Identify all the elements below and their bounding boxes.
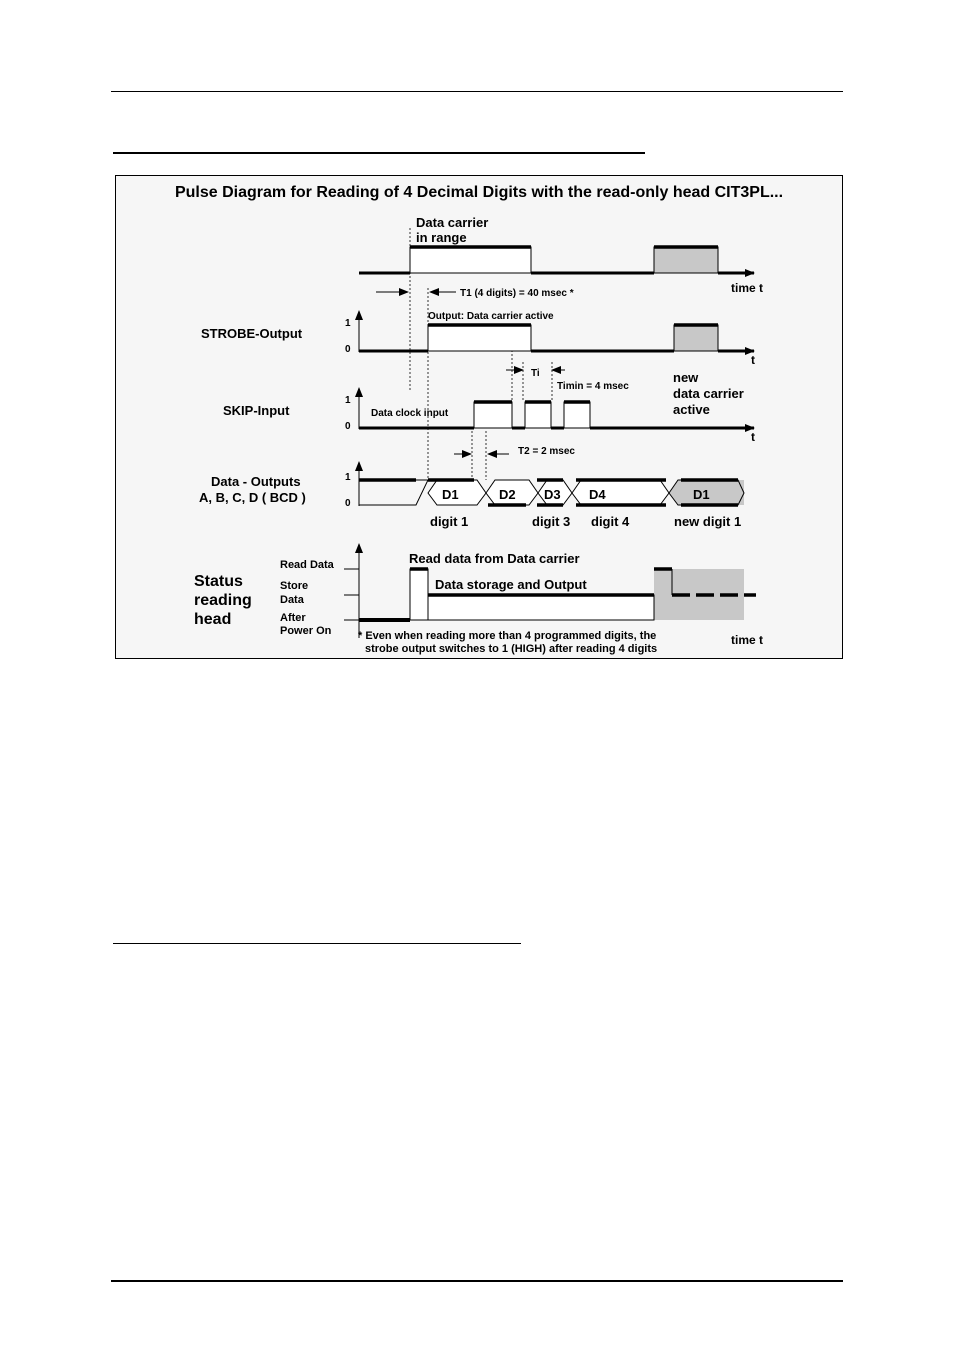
skip-name: SKIP-Input: [223, 403, 290, 418]
new-carrier-line3: active: [673, 402, 710, 417]
status-axis-label: time t: [731, 633, 763, 647]
diagram-title: Pulse Diagram for Reading of 4 Decimal D…: [175, 184, 783, 201]
skip-annotation: Data clock input: [371, 408, 449, 419]
carrier-signal: [359, 245, 755, 277]
carrier-label-line2: in range: [416, 230, 467, 245]
pulse-diagram-svg: Pulse Diagram for Reading of 4 Decimal D…: [175, 184, 783, 655]
new-carrier-line2: data carrier: [673, 386, 744, 401]
ti-label: Ti: [531, 368, 540, 379]
strobe-level-0: 0: [345, 344, 351, 355]
digit-d1: D1: [442, 487, 459, 502]
data-outputs-name-line1: Data - Outputs: [211, 474, 301, 489]
status-name-line3: head: [194, 611, 231, 628]
pulse-diagram: Pulse Diagram for Reading of 4 Decimal D…: [115, 175, 843, 659]
skip-signal: [359, 400, 755, 432]
section-heading-underline: [113, 152, 645, 154]
digit-label-4: digit 4: [591, 514, 630, 529]
status-store-label: Data storage and Output: [435, 577, 587, 592]
header-rule: [111, 91, 843, 92]
skip-level-0: 0: [345, 421, 351, 432]
strobe-signal: [359, 323, 755, 355]
status-axis: [344, 543, 363, 638]
strobe-level-1: 1: [345, 318, 351, 329]
section-heading-underline-2: [113, 943, 521, 944]
digit-d3: D3: [544, 487, 561, 502]
skip-axis-label: t: [751, 430, 755, 444]
data-signal: [359, 478, 745, 507]
strobe-annotation: Output: Data carrier active: [428, 311, 554, 322]
status-level-after-2: Power On: [280, 625, 332, 637]
footer-rule: [111, 1280, 843, 1282]
strobe-axis-label: t: [751, 353, 755, 367]
t2-label: T2 = 2 msec: [518, 446, 575, 457]
status-read-label: Read data from Data carrier: [409, 551, 580, 566]
digit-d4: D4: [589, 487, 606, 502]
status-level-after-1: After: [280, 612, 306, 624]
t1-label: T1 (4 digits) = 40 msec *: [460, 288, 574, 299]
strobe-name: STROBE-Output: [201, 326, 303, 341]
status-name-line1: Status: [194, 573, 243, 590]
data-level-1: 1: [345, 472, 351, 483]
status-name-line2: reading: [194, 592, 252, 609]
status-level-store-1: Store: [280, 580, 308, 592]
digit-label-new: new digit 1: [674, 514, 741, 529]
digit-label-3: digit 3: [532, 514, 570, 529]
status-level-store-2: Data: [280, 594, 305, 606]
status-footnote-line1: * Even when reading more than 4 programm…: [358, 630, 656, 642]
digit-d1-new: D1: [693, 487, 710, 502]
status-signal: [359, 567, 756, 622]
new-carrier-line1: new: [673, 370, 699, 385]
skip-level-1: 1: [345, 395, 351, 406]
status-level-read: Read Data: [280, 559, 335, 571]
data-level-0: 0: [345, 498, 351, 509]
status-footnote-line2: strobe output switches to 1 (HIGH) after…: [365, 643, 657, 655]
carrier-axis-label: time t: [731, 281, 763, 295]
timin-label: Timin = 4 msec: [557, 381, 629, 392]
carrier-label-line1: Data carrier: [416, 215, 488, 230]
data-outputs-name-line2: A, B, C, D ( BCD ): [199, 490, 306, 505]
digit-label-1: digit 1: [430, 514, 468, 529]
digit-d2: D2: [499, 487, 516, 502]
